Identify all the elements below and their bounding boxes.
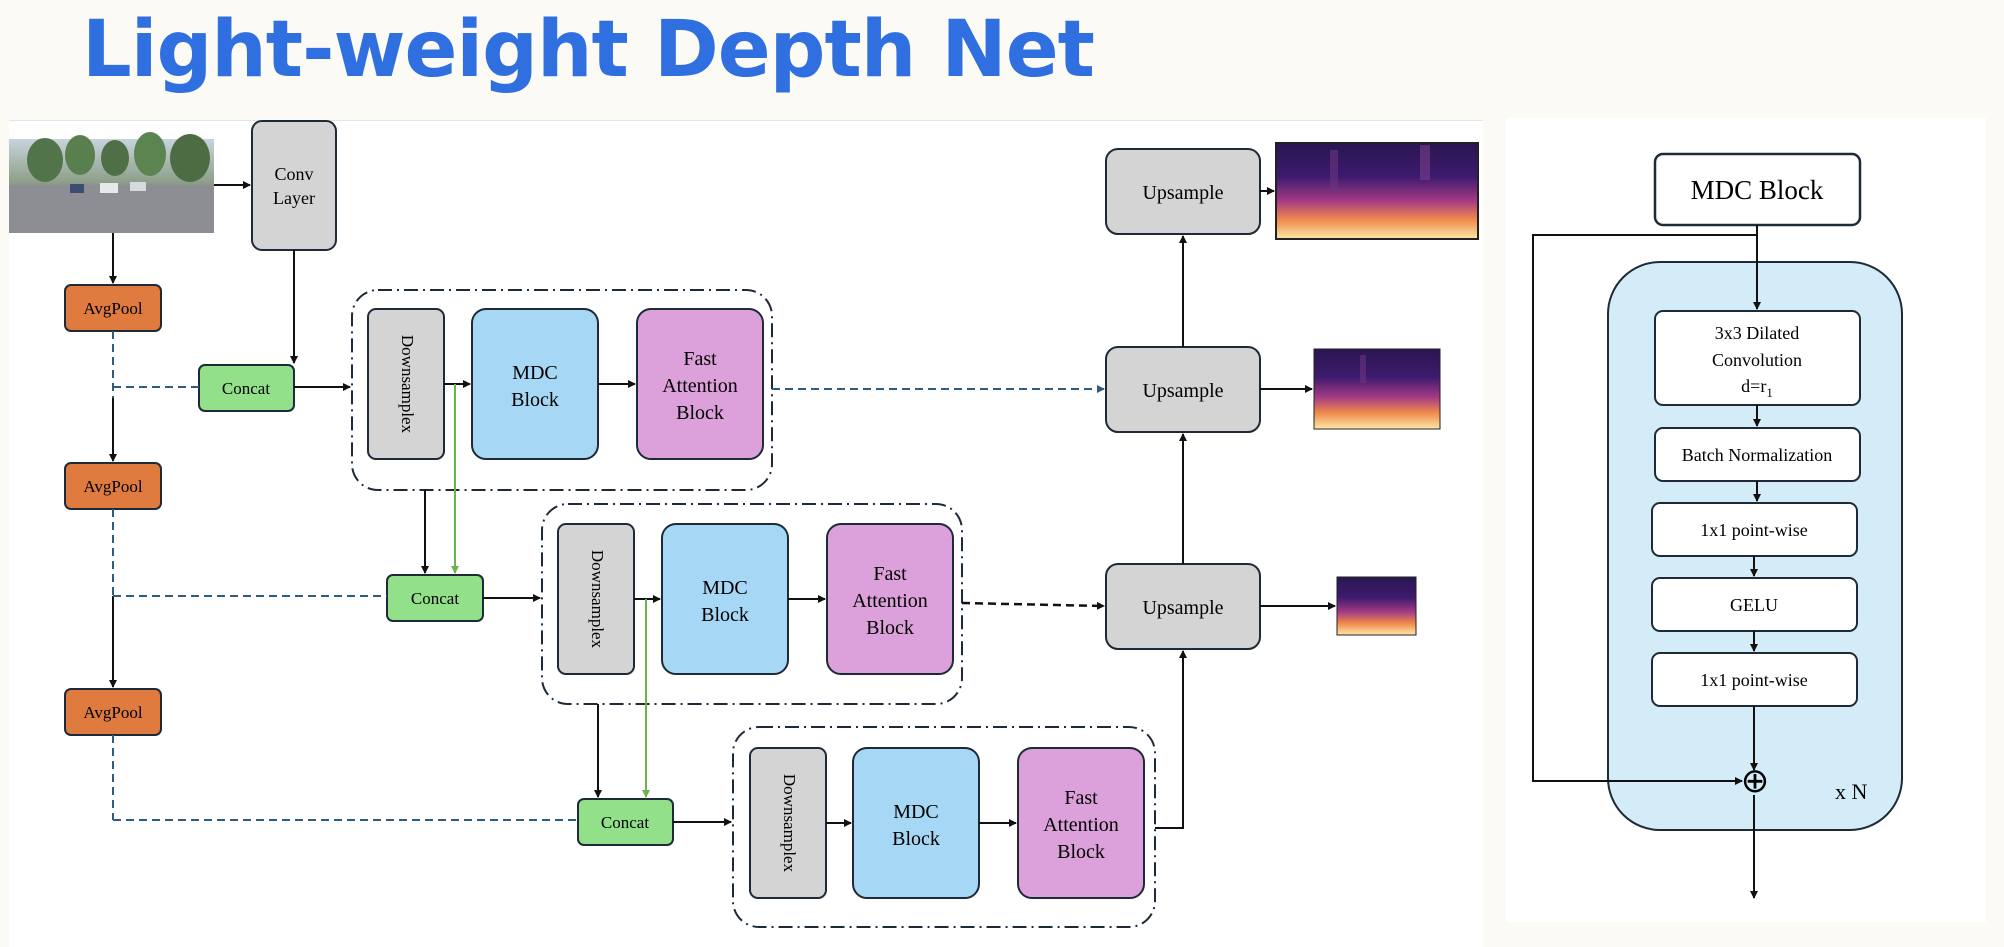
mdc-detail-connectors bbox=[1532, 225, 1761, 899]
svg-text:Attention: Attention bbox=[852, 590, 928, 612]
green-connectors bbox=[451, 384, 650, 798]
svg-text:Block: Block bbox=[511, 389, 559, 411]
mdc-detail-header: MDC Block bbox=[1653, 152, 1862, 227]
svg-text:Fast: Fast bbox=[873, 563, 907, 585]
pointwise-node-2: 1x1 point-wise bbox=[1651, 652, 1858, 707]
page-title: Light-weight Depth Net bbox=[82, 5, 1095, 95]
upsample-node-1: Upsample bbox=[1105, 148, 1261, 235]
upsample-node-3: Upsample bbox=[1105, 563, 1261, 650]
svg-text:Block: Block bbox=[866, 617, 914, 639]
svg-text:Fast: Fast bbox=[683, 348, 717, 370]
conv-layer-label-1: Conv bbox=[274, 164, 313, 184]
encoder-stage-3: Downsamplex MDC Block Fast Attention Blo… bbox=[732, 726, 1156, 928]
input-image bbox=[9, 132, 214, 233]
svg-text:Attention: Attention bbox=[1043, 814, 1119, 836]
avgpool-node-2: AvgPool bbox=[64, 462, 162, 510]
dilated-conv-node: 3x3 Dilated Convolution d=r1 bbox=[1654, 310, 1861, 406]
svg-text:Convolution: Convolution bbox=[1712, 350, 1802, 370]
solid-connectors bbox=[109, 181, 1336, 829]
svg-text:Block: Block bbox=[1057, 841, 1105, 863]
depth-map-output-2 bbox=[1313, 348, 1441, 430]
svg-text:AvgPool: AvgPool bbox=[83, 477, 142, 496]
gelu-node: GELU bbox=[1651, 577, 1858, 632]
svg-text:MDC: MDC bbox=[702, 577, 748, 599]
svg-text:MDC: MDC bbox=[512, 362, 558, 384]
repeat-label: x N bbox=[1835, 779, 1868, 804]
svg-text:Fast: Fast bbox=[1064, 787, 1098, 809]
pointwise-node-1: 1x1 point-wise bbox=[1651, 502, 1858, 557]
svg-text:Concat: Concat bbox=[222, 379, 270, 398]
svg-text:1x1 point-wise: 1x1 point-wise bbox=[1700, 520, 1808, 540]
downsample-node-2: Downsamplex bbox=[557, 523, 635, 675]
svg-text:Block: Block bbox=[892, 828, 940, 850]
encoder-stage-2: Downsamplex MDC Block Fast Attention Blo… bbox=[541, 503, 963, 705]
svg-text:Downsamplex: Downsamplex bbox=[588, 550, 607, 649]
svg-text:d=r1: d=r1 bbox=[1741, 376, 1773, 400]
svg-text:GELU: GELU bbox=[1730, 595, 1778, 615]
fast-attention-node-3: Fast Attention Block bbox=[1017, 747, 1145, 899]
svg-text:Block: Block bbox=[676, 402, 724, 424]
concat-node-3: Concat bbox=[577, 798, 674, 846]
dashed-connector-stage2 bbox=[961, 601, 1105, 610]
mdc-block-node-1: MDC Block bbox=[471, 308, 599, 460]
upsample-node-2: Upsample bbox=[1105, 346, 1261, 433]
conv-layer-node: Conv Layer bbox=[251, 120, 337, 251]
mdc-block-node-2: MDC Block bbox=[661, 523, 789, 675]
fast-attention-node-2: Fast Attention Block bbox=[826, 523, 954, 675]
encoder-stage-1: Downsamplex MDC Block Fast Attention Blo… bbox=[351, 289, 773, 491]
downsample-node-3: Downsamplex bbox=[749, 747, 827, 899]
svg-text:MDC Block: MDC Block bbox=[1691, 175, 1824, 205]
svg-text:AvgPool: AvgPool bbox=[83, 703, 142, 722]
svg-text:Upsample: Upsample bbox=[1142, 182, 1223, 204]
mdc-block-node-3: MDC Block bbox=[852, 747, 980, 899]
svg-text:1x1 point-wise: 1x1 point-wise bbox=[1700, 670, 1808, 690]
concat-node-2: Concat bbox=[386, 574, 484, 622]
avgpool-node-3: AvgPool bbox=[64, 688, 162, 736]
depth-map-output-3 bbox=[1336, 576, 1417, 636]
svg-text:Concat: Concat bbox=[411, 589, 459, 608]
svg-text:AvgPool: AvgPool bbox=[83, 299, 142, 318]
downsample-node-1: Downsamplex bbox=[367, 308, 445, 460]
svg-text:Downsamplex: Downsamplex bbox=[780, 774, 799, 873]
svg-text:Batch Normalization: Batch Normalization bbox=[1682, 445, 1832, 465]
svg-text:Concat: Concat bbox=[601, 813, 649, 832]
batch-norm-node: Batch Normalization bbox=[1654, 427, 1861, 482]
svg-text:Upsample: Upsample bbox=[1142, 380, 1223, 402]
sum-icon: ⊕ bbox=[1741, 763, 1770, 800]
svg-text:3x3 Dilated: 3x3 Dilated bbox=[1715, 323, 1799, 343]
conv-layer-label-2: Layer bbox=[273, 188, 315, 208]
skip-connectors bbox=[112, 331, 1105, 821]
mdc-detail: MDC Block 3x3 Dilated Convolution d=r1 B… bbox=[1532, 152, 1903, 899]
avgpool-node-1: AvgPool bbox=[64, 284, 162, 332]
fast-attention-node-1: Fast Attention Block bbox=[636, 308, 764, 460]
concat-node-1: Concat bbox=[198, 364, 295, 412]
svg-text:Upsample: Upsample bbox=[1142, 597, 1223, 619]
depth-map-output-1 bbox=[1275, 142, 1479, 240]
svg-text:MDC: MDC bbox=[893, 801, 939, 823]
svg-text:Downsamplex: Downsamplex bbox=[398, 335, 417, 434]
svg-text:Block: Block bbox=[701, 604, 749, 626]
svg-text:Attention: Attention bbox=[662, 375, 738, 397]
